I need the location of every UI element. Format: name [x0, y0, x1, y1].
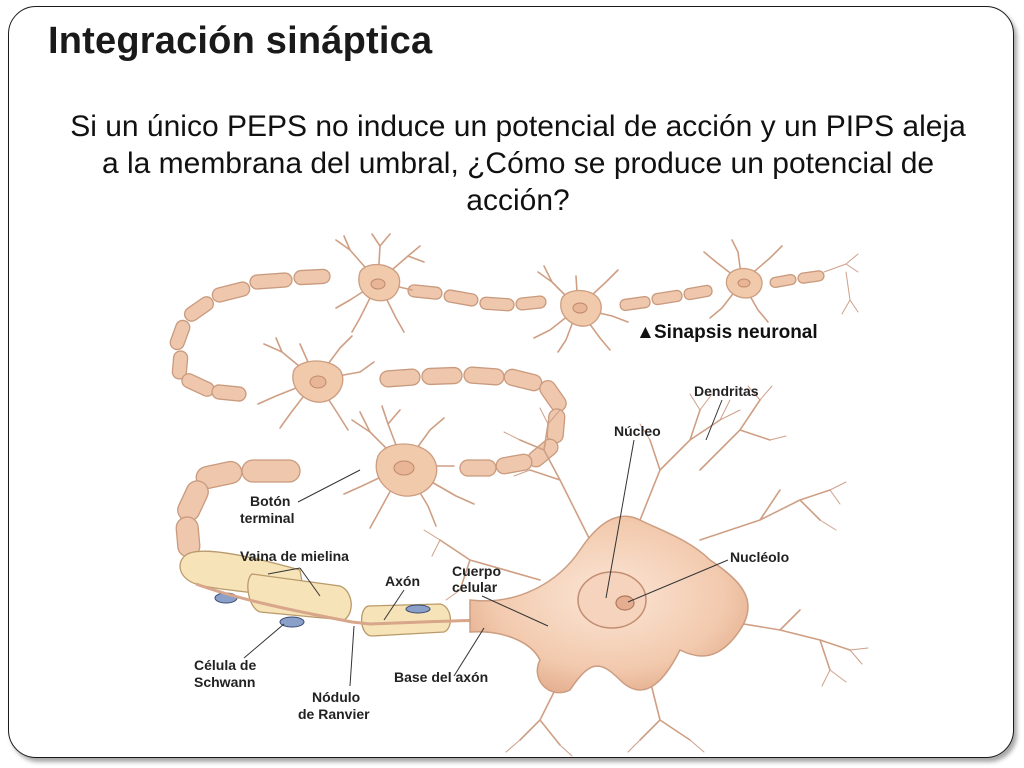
nucleus [577, 571, 647, 629]
label-cuerpo-line1: Cuerpo [452, 563, 501, 579]
upper-axon-chain [169, 268, 825, 402]
small-neuron-1 [335, 233, 425, 333]
slide-question: Si un único PEPS no induce un potencial … [70, 110, 966, 217]
middle-axon-chain [379, 366, 567, 477]
label-celula-line2: Schwann [194, 674, 255, 690]
label-boton-line2: terminal [240, 510, 294, 526]
label-nucleo: Núcleo [614, 423, 661, 439]
label-nodulo-line1: Nódulo [312, 689, 360, 705]
label-celula-line1: Célula de [194, 657, 256, 673]
small-neuron-4 [257, 335, 375, 431]
label-base-axon: Base del axón [394, 669, 488, 685]
label-boton-line1: Botón [250, 493, 290, 509]
small-neuron-2 [533, 265, 629, 353]
label-nodulo-line2: de Ranvier [298, 706, 370, 722]
nucleolus [615, 595, 635, 611]
label-vaina-mielina: Vaina de mielina [240, 548, 349, 564]
leader-lines [243, 399, 729, 687]
diagram-labels: ▲ Sinapsis neuronal Dendritas Núcleo Nuc… [194, 322, 818, 722]
big-neuron [423, 385, 869, 757]
label-nucleolo: Nucléolo [730, 549, 789, 565]
caption-sinapsis-neuronal: Sinapsis neuronal [654, 322, 818, 343]
caption-marker: ▲ [636, 322, 655, 343]
small-neuron-5 [343, 405, 475, 529]
slide-title: Integración sináptica [48, 20, 433, 62]
lower-axon-chain [175, 459, 501, 637]
label-dendritas: Dendritas [694, 383, 759, 399]
small-neuron-3 [703, 239, 859, 323]
label-cuerpo-line2: celular [452, 579, 498, 595]
label-axon: Axón [385, 573, 420, 589]
